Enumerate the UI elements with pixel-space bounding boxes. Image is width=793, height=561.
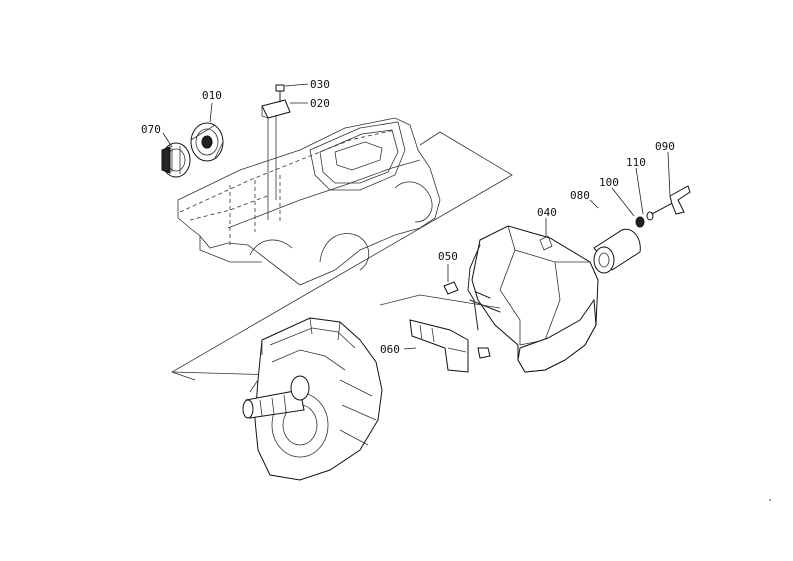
guide-lines-upper	[267, 116, 277, 220]
part-020-bracket	[261, 99, 308, 119]
part-030-bolt	[275, 83, 309, 103]
transmission-housing	[249, 317, 383, 481]
label-100: 100	[599, 176, 619, 189]
part-100-spring	[611, 187, 654, 221]
label-080: 080	[570, 189, 590, 202]
part-050-pin	[443, 264, 459, 295]
label-050: 050	[438, 250, 458, 263]
transmission-output-shaft	[242, 375, 310, 419]
label-030: 030	[310, 78, 330, 91]
part-040-cover	[471, 218, 599, 373]
tractor-frame-outline	[177, 117, 441, 286]
stray-mark	[769, 499, 771, 501]
part-060-bracket-plate	[403, 319, 491, 373]
label-010: 010	[202, 89, 222, 102]
label-090: 090	[655, 140, 675, 153]
part-090-lever	[651, 151, 691, 215]
part-010-bearing	[190, 102, 224, 162]
linkage-rod	[379, 244, 501, 331]
label-020: 020	[310, 97, 330, 110]
part-110-washer	[635, 167, 645, 228]
label-070: 070	[141, 123, 161, 136]
label-110: 110	[626, 156, 646, 169]
label-040: 040	[537, 206, 557, 219]
label-060: 060	[380, 343, 400, 356]
part-070-coupling	[161, 132, 191, 178]
part-080-cylinder	[589, 199, 641, 274]
